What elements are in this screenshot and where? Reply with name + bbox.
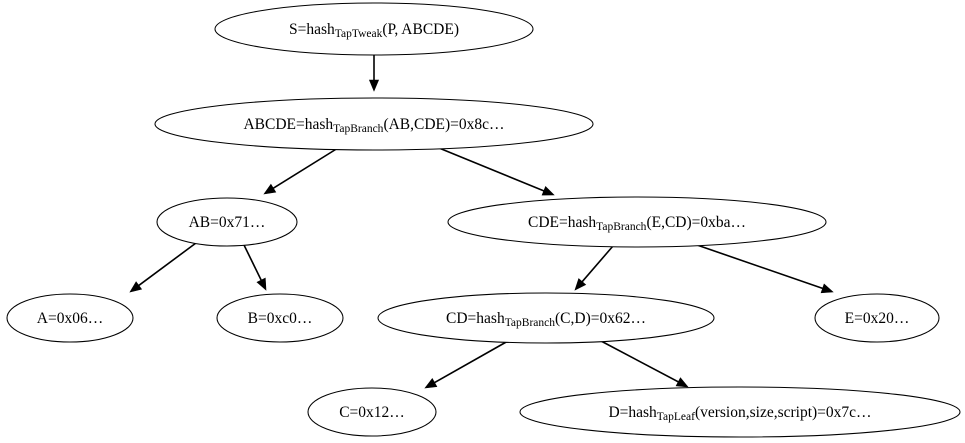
edge-line — [581, 245, 614, 283]
label-segment: S=hash — [289, 21, 335, 38]
edge-abcde-to-cde — [438, 147, 555, 196]
edge-cd-to-c — [424, 340, 509, 389]
label-segment: CD=hash — [446, 310, 505, 327]
node-ellipse — [214, 2, 534, 56]
label-segment: B=0xc0… — [248, 310, 313, 327]
node-label: E=0x20… — [845, 310, 910, 327]
node-cd[interactable]: CD=hashTapBranch(C,D)=0x62… — [377, 292, 715, 344]
edge-ab-to-b — [243, 244, 267, 291]
edge-line — [272, 147, 339, 189]
label-subscript: TapLeaf — [657, 411, 695, 423]
label-segment: (version,size,script)=0x7c… — [695, 404, 872, 421]
edge-ab-to-a — [129, 242, 197, 293]
node-ab[interactable]: AB=0x71… — [156, 197, 298, 247]
edge-s-to-abcde — [368, 55, 380, 92]
node-ellipse — [307, 387, 437, 437]
edge-line — [243, 244, 262, 281]
label-segment: (C,D)=0x62… — [555, 310, 646, 327]
node-label: B=0xc0… — [248, 310, 313, 327]
edge-line — [438, 147, 545, 192]
node-label: D=hashTapLeaf(version,size,script)=0x7c… — [608, 404, 871, 423]
edge-line — [434, 340, 509, 384]
node-ellipse — [6, 293, 134, 343]
node-label: S=hashTapTweak(P, ABCDE) — [289, 21, 459, 40]
arrow-head-icon — [820, 283, 834, 294]
node-c[interactable]: C=0x12… — [307, 387, 437, 437]
node-ellipse — [154, 97, 594, 151]
label-segment: (P, ABCDE) — [382, 21, 459, 38]
label-segment: A=0x06… — [37, 310, 103, 327]
node-d[interactable]: D=hashTapLeaf(version,size,script)=0x7c… — [519, 386, 961, 438]
label-segment: D=hash — [608, 404, 657, 421]
node-a[interactable]: A=0x06… — [6, 293, 134, 343]
label-subscript: TapTweak — [335, 28, 383, 40]
label-segment: C=0x12… — [339, 404, 405, 421]
label-segment: (AB,CDE)=0x8c… — [383, 116, 504, 133]
label-subscript: TapBranch — [596, 221, 647, 233]
edge-line — [696, 244, 823, 290]
arrow-head-icon — [541, 186, 555, 196]
nodes-layer: S=hashTapTweak(P, ABCDE)ABCDE=hashTapBra… — [6, 2, 961, 438]
node-abcde[interactable]: ABCDE=hashTapBranch(AB,CDE)=0x8c… — [154, 97, 594, 151]
node-label: C=0x12… — [339, 404, 405, 421]
label-subscript: TapBranch — [505, 317, 556, 329]
node-ellipse — [814, 293, 940, 343]
edge-cde-to-cd — [574, 245, 614, 291]
node-label: AB=0x71… — [189, 214, 266, 231]
node-ellipse — [377, 292, 715, 344]
node-ellipse — [216, 293, 344, 343]
label-subscript: TapBranch — [333, 123, 384, 135]
edge-cde-to-e — [696, 244, 834, 294]
edge-cd-to-d — [600, 340, 689, 388]
arrow-head-icon — [129, 281, 143, 293]
label-segment: AB=0x71… — [189, 214, 266, 231]
label-segment: CDE=hash — [528, 214, 596, 231]
arrow-head-icon — [256, 277, 267, 291]
node-label: A=0x06… — [37, 310, 103, 327]
label-segment: E=0x20… — [845, 310, 910, 327]
node-label: CD=hashTapBranch(C,D)=0x62… — [446, 310, 646, 329]
arrow-head-icon — [424, 378, 438, 389]
node-label: CDE=hashTapBranch(E,CD)=0xba… — [528, 214, 746, 233]
node-ellipse — [519, 386, 961, 438]
node-label: ABCDE=hashTapBranch(AB,CDE)=0x8c… — [243, 116, 504, 135]
label-segment: ABCDE=hash — [243, 116, 333, 133]
edge-line — [138, 242, 197, 287]
arrow-head-icon — [368, 79, 380, 92]
arrow-head-icon — [263, 183, 277, 195]
node-e[interactable]: E=0x20… — [814, 293, 940, 343]
node-cde[interactable]: CDE=hashTapBranch(E,CD)=0xba… — [447, 196, 827, 248]
edges-layer — [129, 55, 834, 389]
node-s[interactable]: S=hashTapTweak(P, ABCDE) — [214, 2, 534, 56]
label-segment: (E,CD)=0xba… — [646, 214, 746, 231]
node-ellipse — [447, 196, 827, 248]
node-b[interactable]: B=0xc0… — [216, 293, 344, 343]
edge-line — [600, 340, 679, 383]
node-ellipse — [156, 197, 298, 247]
edge-abcde-to-ab — [263, 147, 339, 195]
arrow-head-icon — [675, 377, 689, 388]
arrow-head-icon — [574, 278, 587, 291]
